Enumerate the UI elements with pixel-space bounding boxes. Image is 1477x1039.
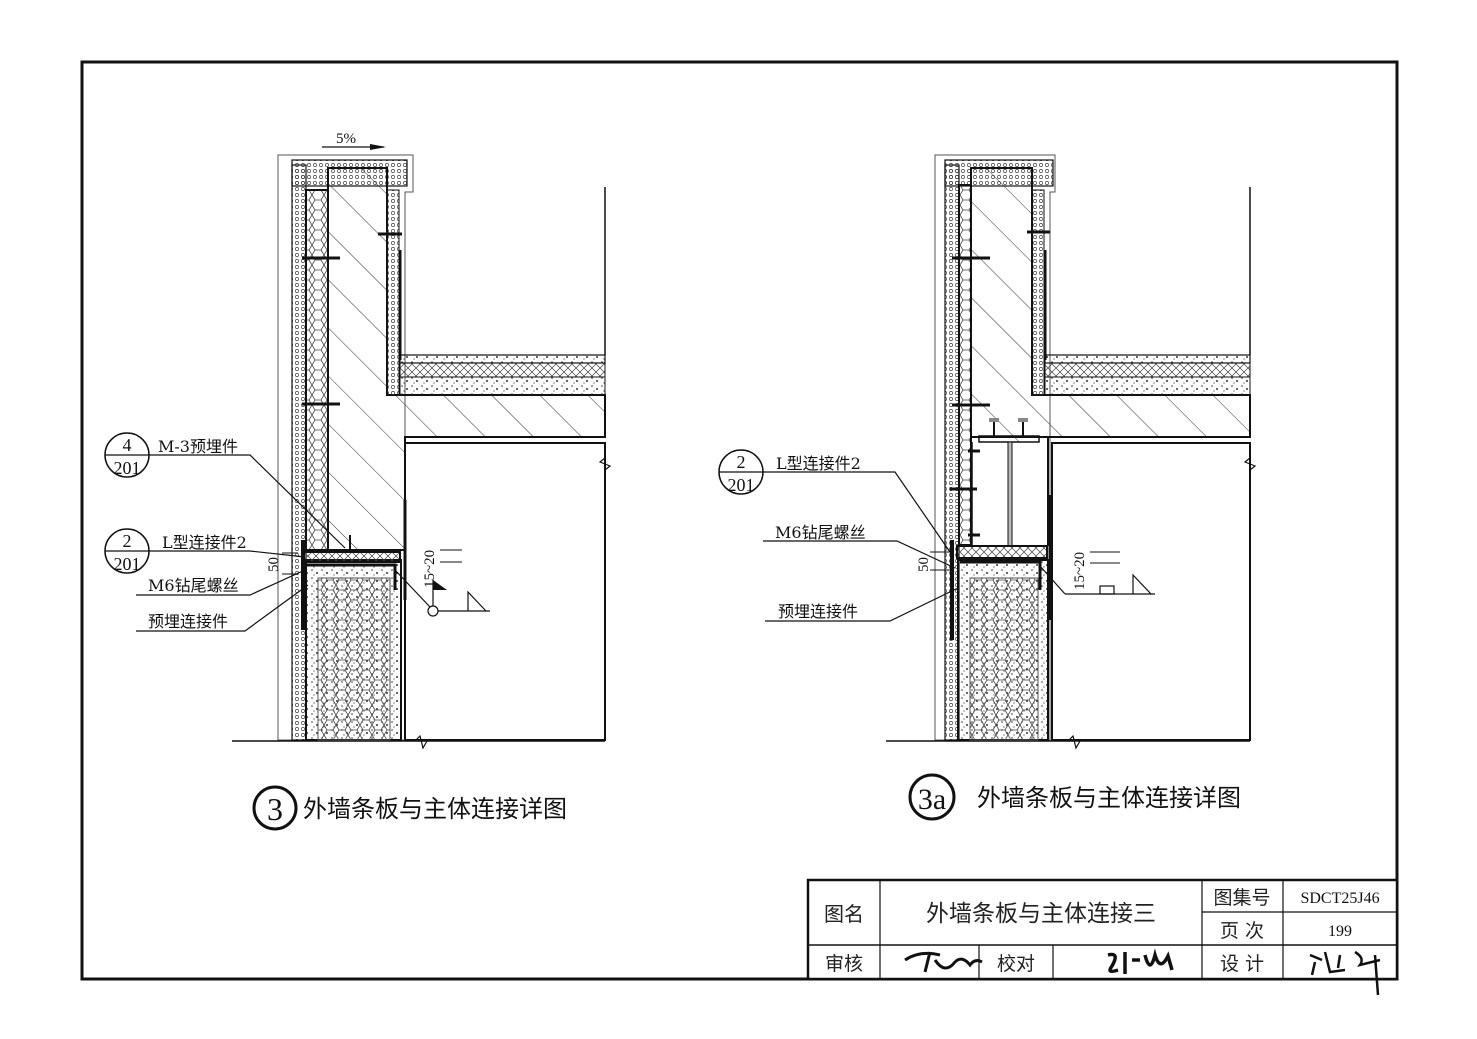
- callout-4-201[interactable]: 4 201: [104, 432, 150, 478]
- dim-50: 50: [266, 557, 282, 572]
- check-label: 校对: [997, 953, 1035, 975]
- svg-text:3a: 3a: [918, 783, 946, 816]
- label-embedded-connector-3a: 预埋连接件: [778, 602, 858, 621]
- callout-2-201[interactable]: 2 201: [104, 528, 150, 574]
- dim-gap: 15~20: [422, 550, 438, 588]
- review-signature: [904, 951, 983, 973]
- weld-box-icon: [1099, 585, 1115, 595]
- svg-text:201: 201: [114, 554, 141, 574]
- svg-text:201: 201: [114, 458, 141, 478]
- svg-text:201: 201: [728, 475, 755, 495]
- svg-text:2: 2: [123, 531, 132, 551]
- design-label: 设 计: [1220, 953, 1264, 975]
- review-label: 审核: [825, 953, 863, 975]
- slope-label: 5%: [336, 131, 356, 147]
- page-number: 199: [1328, 923, 1352, 940]
- weld-symbol-icon: [427, 605, 439, 617]
- drawing-name: 外墙条板与主体连接三: [926, 901, 1156, 927]
- flag-icon: [433, 580, 447, 590]
- detail-3-caption: 3 外墙条板与主体连接详图: [252, 785, 567, 831]
- dim-gap-3a: 15~20: [1072, 552, 1088, 590]
- label-m3-embedded: M-3预埋件: [158, 437, 238, 456]
- atlas-number: SDCT25J46: [1300, 890, 1379, 907]
- detail-3a-title: 外墙条板与主体连接详图: [977, 784, 1241, 812]
- page-label: 页 次: [1220, 920, 1264, 942]
- atlas-label: 图集号: [1213, 887, 1270, 909]
- fillet-weld-icon: [1132, 573, 1152, 595]
- design-signature: [1309, 950, 1381, 996]
- callout-2-201-3a[interactable]: 2 201: [718, 449, 764, 495]
- label-l-connector-3a: L型连接件2: [776, 454, 861, 473]
- detail-3-marker: [252, 785, 298, 831]
- name-label: 图名: [824, 902, 864, 926]
- label-m6-screw: M6钻尾螺丝: [148, 576, 239, 595]
- label-l-connector: L型连接件2: [162, 533, 247, 552]
- label-embedded-connector: 预埋连接件: [148, 612, 228, 631]
- detail-3-title: 外墙条板与主体连接详图: [303, 795, 567, 823]
- check-signature: [1107, 948, 1174, 974]
- slope-arrowhead-icon: [370, 144, 386, 150]
- detail-3a-caption: 3a 外墙条板与主体连接详图: [908, 773, 1241, 821]
- svg-text:4: 4: [123, 435, 132, 455]
- dim-50-3a: 50: [916, 557, 932, 572]
- title-block: 图名 外墙条板与主体连接三 图集号 SDCT25J46 页 次 199 审核 校…: [806, 878, 1399, 996]
- label-m6-screw-3a: M6钻尾螺丝: [775, 523, 866, 542]
- detail-3a-marker: [908, 773, 956, 821]
- svg-text:3: 3: [267, 791, 283, 827]
- detail-3-drawing: 5%: [104, 131, 612, 750]
- svg-text:2: 2: [737, 452, 746, 472]
- sheet-border: [80, 60, 1399, 981]
- detail-3a-drawing: 2 201 L型连接件2 M6钻尾螺丝 预埋连接件 50 15~20: [718, 154, 1257, 750]
